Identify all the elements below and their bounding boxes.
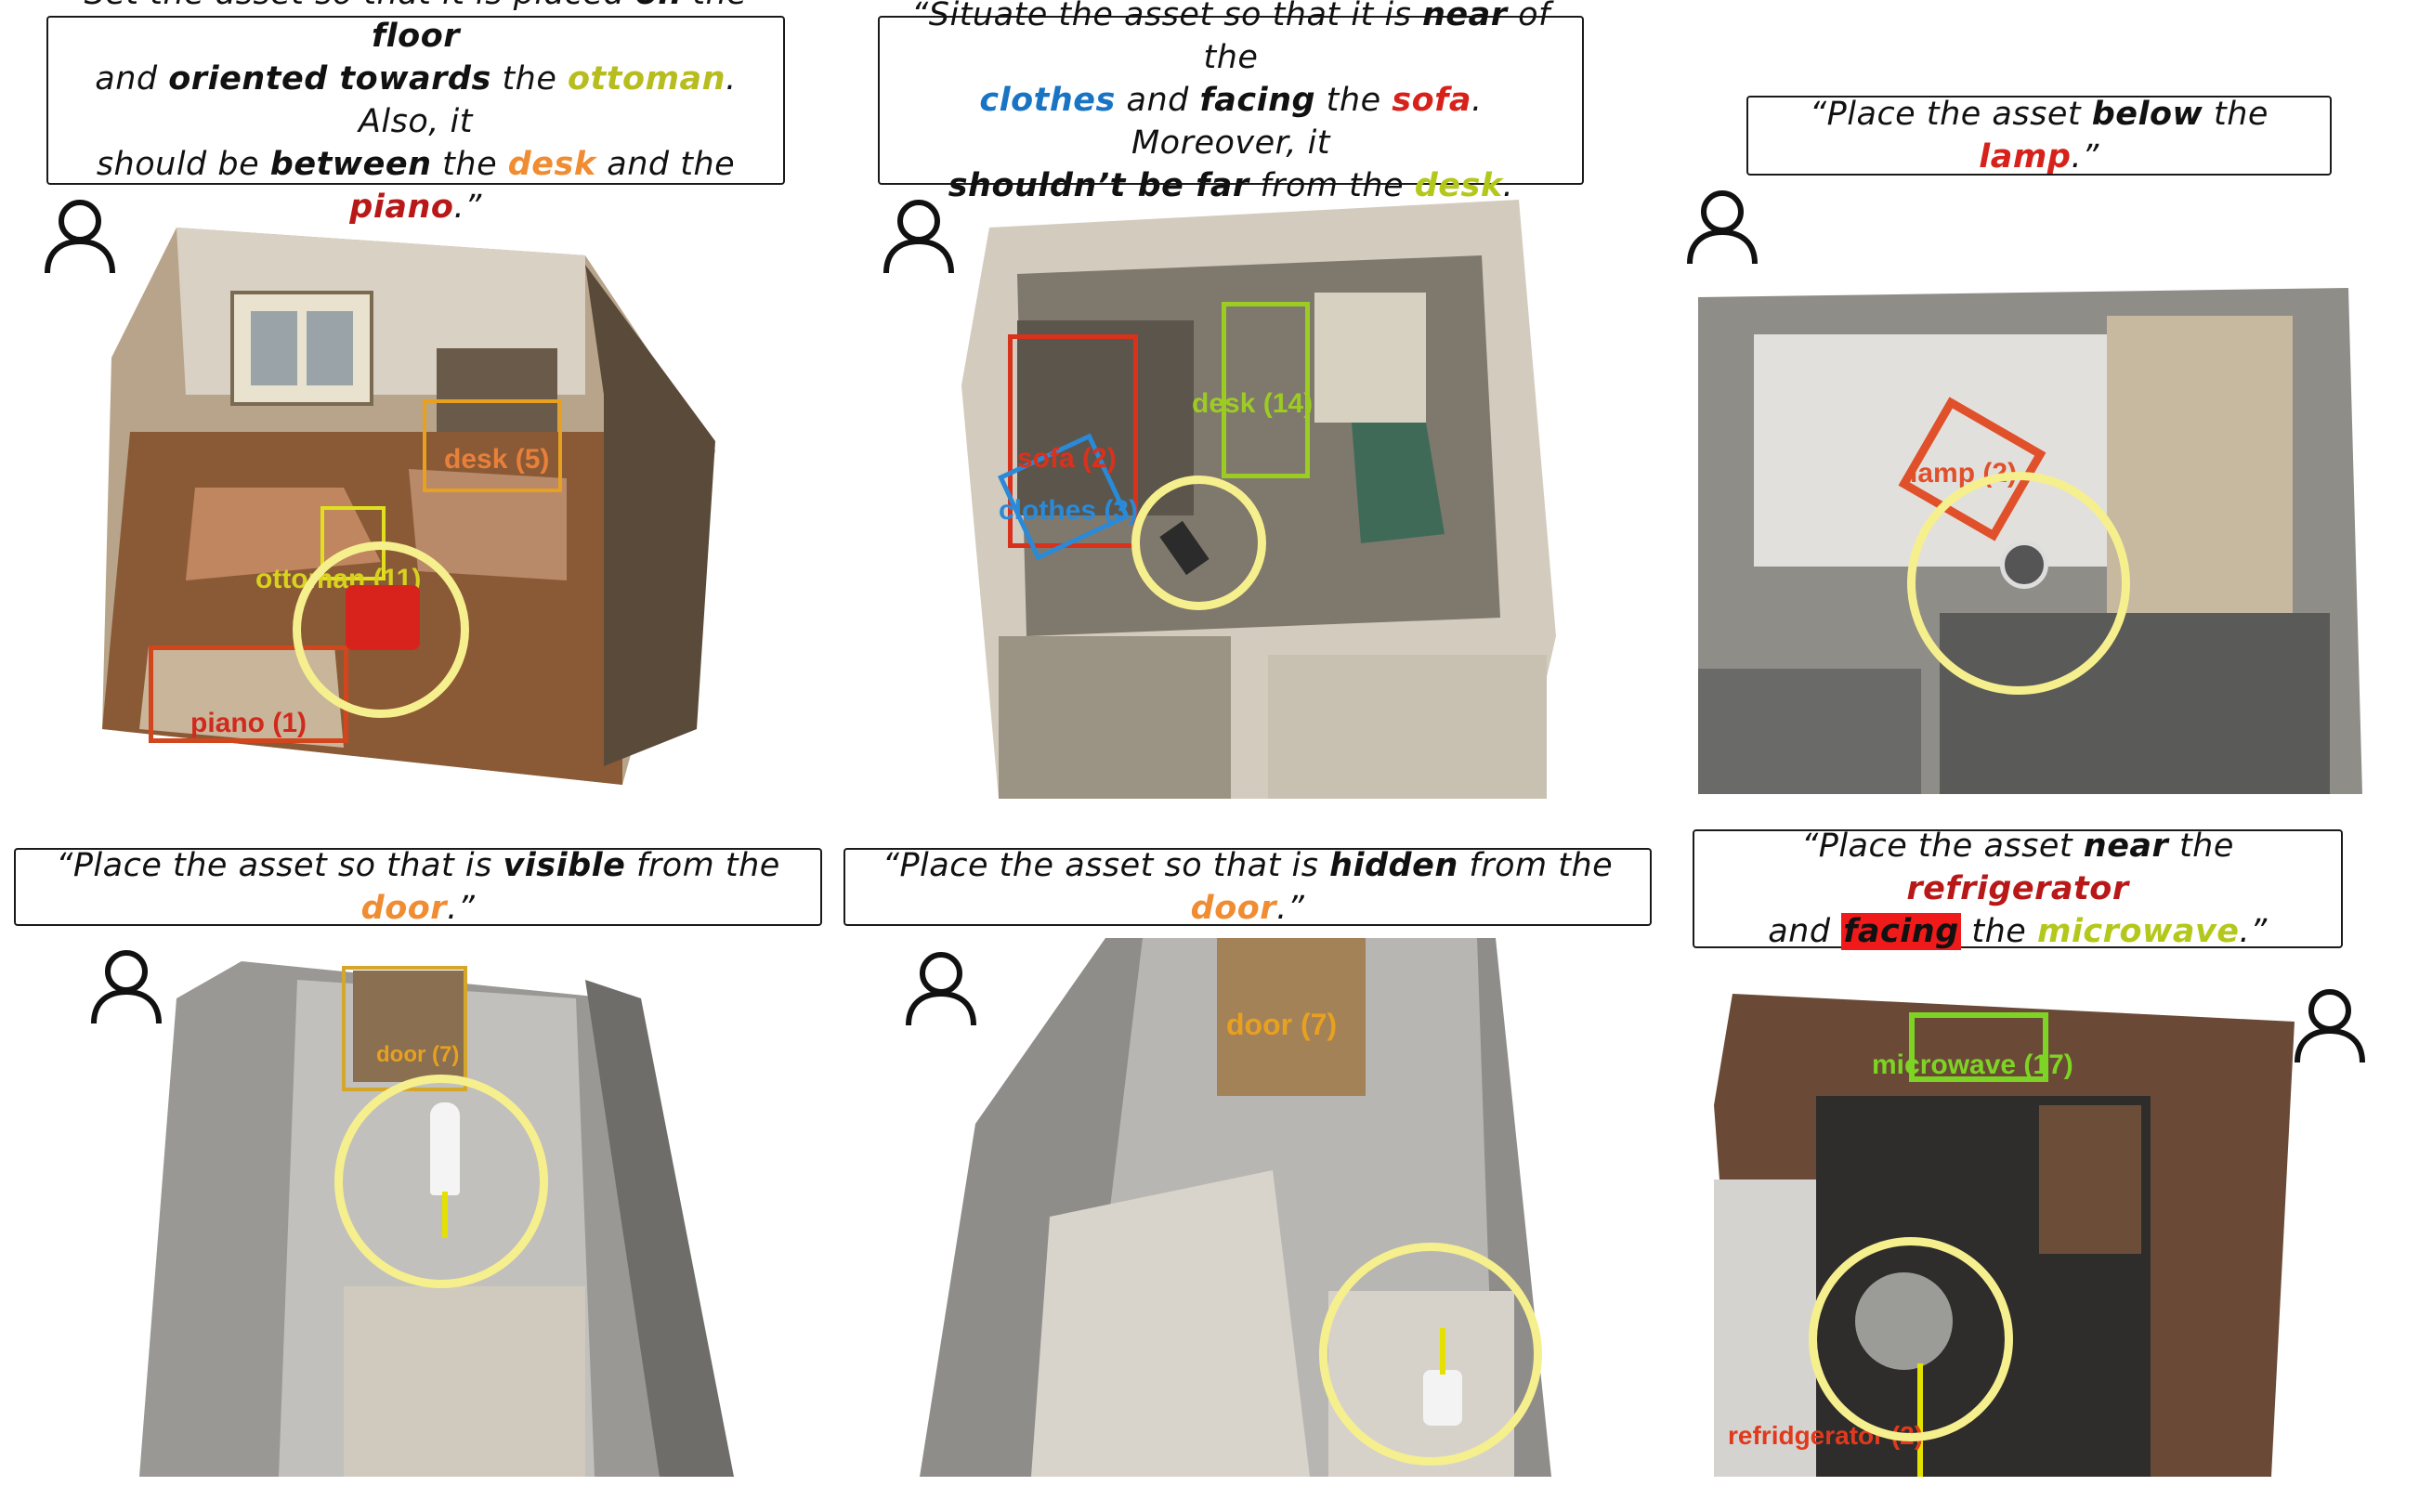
caption-fragment: . Also, it <box>358 60 737 140</box>
caption-keyword: oriented towards <box>168 60 491 98</box>
caption-fragment: from the <box>625 847 780 884</box>
scene-render: desk (5) ottoman (11) piano (1) <box>102 209 715 785</box>
caption-keyword: hidden <box>1329 847 1458 884</box>
caption-fragment: the <box>1315 82 1393 119</box>
caption-fragment: .” <box>1276 890 1305 927</box>
caption-text: “Place the asset near the refrigerator an… <box>1707 825 2328 953</box>
caption-text: “Place the asset so that is visible from… <box>29 844 807 930</box>
caption-fragment: “Place the asset <box>1801 828 2084 865</box>
user-icon <box>2295 989 2365 1063</box>
sofa-label: sofa (2) <box>1017 443 1117 474</box>
caption-keyword: desk <box>1414 167 1503 204</box>
caption-keyword: refrigerator <box>1906 870 2129 907</box>
caption-fragment: the <box>490 60 569 98</box>
microwave-label: microwave (17) <box>1872 1049 2073 1080</box>
caption-text: “Place the asset below the lamp.” <box>1761 93 2317 178</box>
caption-keyword: door <box>1190 890 1277 927</box>
caption-keyword: near <box>1421 0 1508 33</box>
target-circle-icon <box>334 1075 548 1288</box>
caption-fragment: from the <box>1249 167 1415 204</box>
caption-fragment: the <box>1960 913 2037 950</box>
scene-render: desk (14) sofa (2) clothes (3) <box>961 200 1556 799</box>
caption-keyword: facing <box>1199 82 1316 119</box>
target-circle-icon <box>293 541 469 718</box>
caption-keyword: between <box>269 146 432 183</box>
instruction-caption: “Place the asset so that is hidden from … <box>843 847 1652 927</box>
caption-keyword: visible <box>503 847 626 884</box>
target-circle-icon <box>1319 1243 1542 1466</box>
scene-render: microwave (17) refridgerator (2) <box>1714 994 2295 1477</box>
caption-fragment: and <box>1768 913 1842 950</box>
target-circle-icon <box>1907 472 2130 695</box>
caption-keyword: piano <box>349 189 454 226</box>
caption-keyword: door <box>360 890 448 927</box>
caption-keyword: near <box>2083 828 2169 865</box>
caption-keyword: below <box>2091 96 2203 133</box>
caption-keyword: ottoman <box>568 60 726 98</box>
clothes-label: clothes (3) <box>999 495 1139 526</box>
scene-render: door (7) <box>139 943 734 1477</box>
desk-bbox <box>423 399 562 492</box>
scene-render: lamp (2) <box>1698 279 2362 794</box>
desk-bbox <box>1222 302 1310 478</box>
user-icon <box>1687 190 1758 265</box>
caption-keyword: on <box>635 0 682 12</box>
scene-render: door (7) <box>920 938 1551 1477</box>
caption-fragment: . Moreover, it <box>1131 82 1483 162</box>
target-circle-icon <box>1131 476 1266 610</box>
caption-fragment: “Place the asset <box>1810 96 2092 133</box>
caption-fragment: and <box>95 60 169 98</box>
caption-fragment: of the <box>1203 0 1550 76</box>
instruction-caption: “Place the asset so that is visible from… <box>14 847 822 927</box>
caption-fragment: .” <box>2239 913 2268 950</box>
caption-text: “Place the asset so that is hidden from … <box>858 844 1637 930</box>
caption-fragment: the <box>682 0 748 12</box>
door-label: door (7) <box>376 1042 460 1067</box>
door-label: door (7) <box>1226 1008 1338 1041</box>
caption-fragment: and <box>1115 82 1200 119</box>
caption-fragment: Set the asset so that it is placed <box>85 0 635 12</box>
microwave-bbox <box>1909 1012 2048 1082</box>
caption-fragment: should be <box>96 146 270 183</box>
caption-fragment: the <box>431 146 508 183</box>
caption-keyword: shouldn’t be far <box>948 167 1249 204</box>
caption-fragment: “Place the asset so that is <box>882 847 1330 884</box>
caption-fragment: the <box>2203 96 2269 133</box>
user-icon <box>883 200 954 274</box>
caption-fragment: “Place the asset so that is <box>56 847 503 884</box>
caption-text: “Situate the asset so that it is near of… <box>893 0 1569 207</box>
caption-text: Set the asset so that it is placed on th… <box>61 0 770 228</box>
target-circle-icon <box>1809 1237 2013 1441</box>
caption-fragment: and the <box>595 146 736 183</box>
desk-label: desk (5) <box>444 444 550 475</box>
instruction-caption: Set the asset so that it is placed on th… <box>46 0 785 226</box>
door-bbox <box>342 966 467 1091</box>
instruction-caption: “Place the asset near the refrigerator an… <box>1693 828 2343 950</box>
caption-keyword: microwave <box>2036 913 2240 950</box>
piano-label: piano (1) <box>190 708 307 738</box>
instruction-caption: “Situate the asset so that it is near of… <box>878 0 1584 204</box>
user-icon <box>91 950 162 1024</box>
caption-keyword: desk <box>507 146 596 183</box>
caption-fragment: .” <box>447 890 476 927</box>
caption-fragment: the <box>2168 828 2234 865</box>
caption-fragment: from the <box>1458 847 1614 884</box>
caption-fragment: .” <box>453 189 482 226</box>
caption-fragment: “Situate the asset so that it is <box>911 0 1422 33</box>
desk-label: desk (14) <box>1192 388 1314 419</box>
user-icon <box>906 952 976 1026</box>
caption-fragment: .” <box>2071 138 2099 176</box>
caption-fragment: . <box>1502 167 1514 204</box>
caption-keyword: floor <box>371 18 461 55</box>
user-icon <box>45 200 115 274</box>
sofa-bbox <box>1008 334 1138 548</box>
instruction-caption: “Place the asset below the lamp.” <box>1746 96 2332 176</box>
caption-keyword: sofa <box>1392 82 1471 119</box>
caption-keyword: lamp <box>1979 138 2072 176</box>
caption-keyword: facing <box>1841 913 1961 950</box>
caption-keyword: clothes <box>979 82 1116 119</box>
